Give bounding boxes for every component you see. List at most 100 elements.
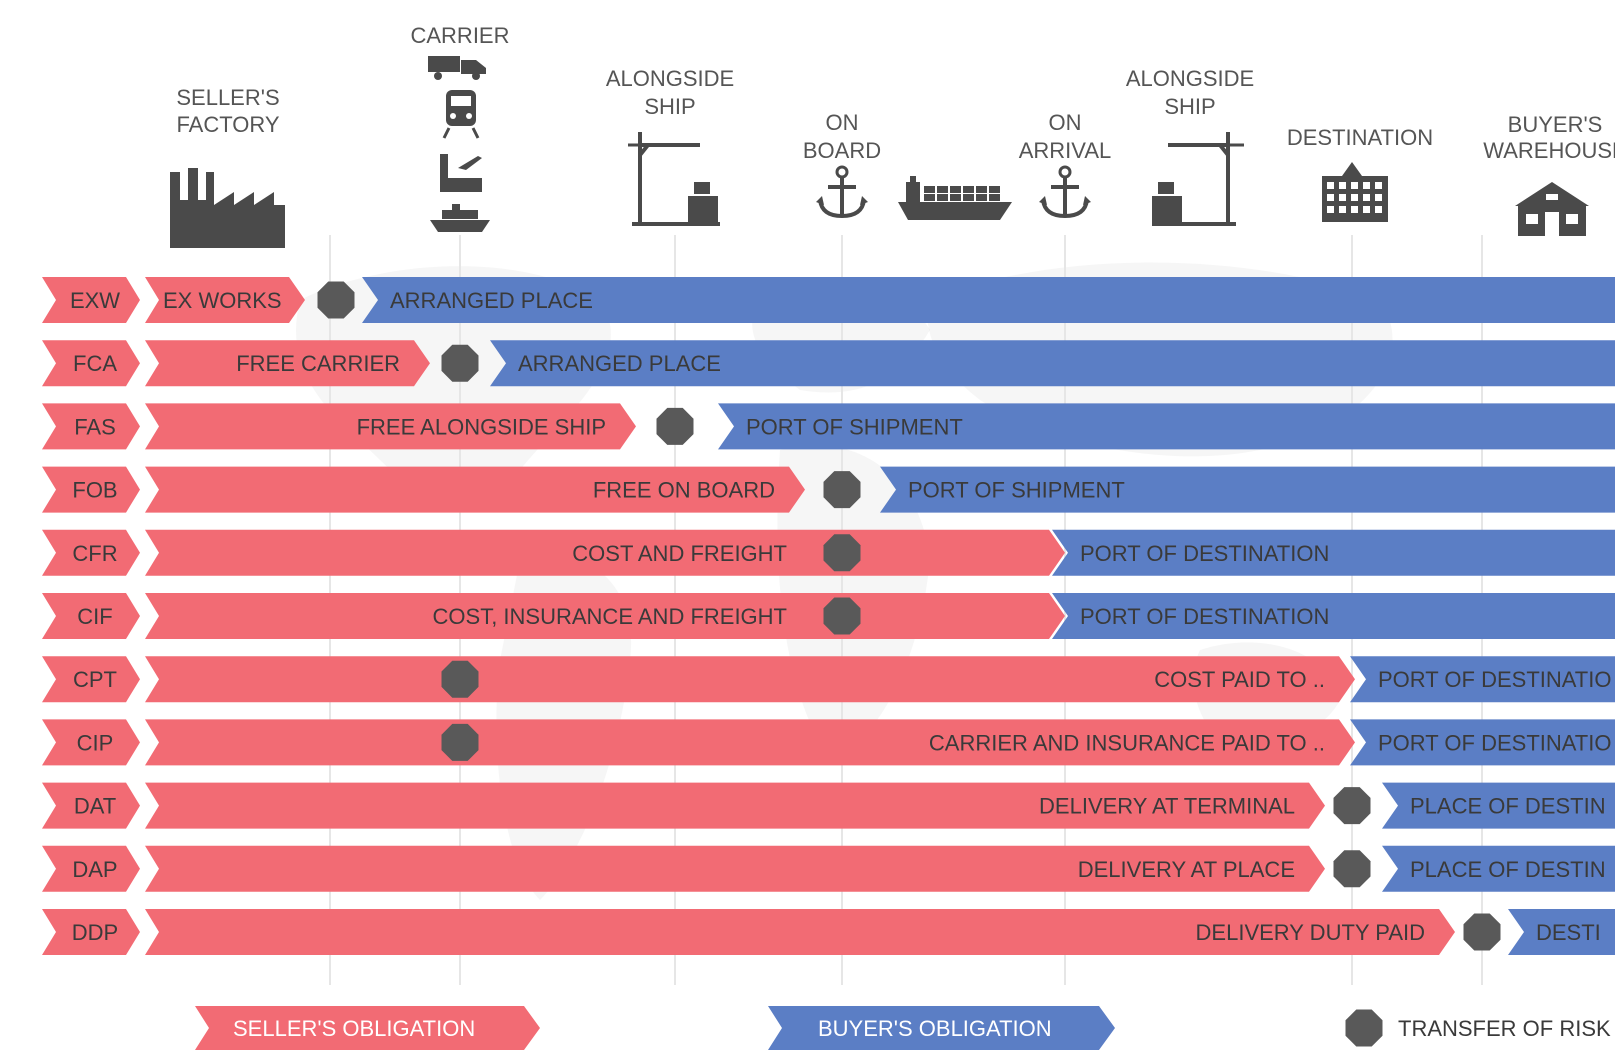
seller-obligation-label: DELIVERY AT TERMINAL — [1039, 794, 1295, 819]
incoterm-code-tag — [42, 403, 140, 450]
seller-obligation-label: FREE CARRIER — [236, 351, 400, 376]
incoterm-code: FAS — [74, 414, 116, 439]
seller-obligation-bar — [145, 782, 1325, 829]
transfer-of-risk-marker — [656, 407, 694, 445]
incoterm-code-tag — [42, 719, 140, 766]
legend-buyer-swatch — [768, 1006, 1115, 1050]
seller-obligation-label: FREE ALONGSIDE SHIP — [357, 414, 606, 439]
crane-icon — [1152, 132, 1244, 226]
buyer-obligation-bar — [718, 403, 1615, 450]
incoterm-code-tag — [42, 529, 140, 576]
buyer-obligation-label: DESTI — [1536, 920, 1601, 945]
incoterm-row-dat: DAT DELIVERY AT TERMINAL PLACE OF DESTIN — [42, 782, 1615, 829]
seller-obligation-label: FREE ON BOARD — [593, 478, 775, 503]
transfer-of-risk-marker — [441, 660, 479, 698]
incoterm-code: CIP — [77, 730, 114, 755]
alongside-ship-destination-label: ALONGSIDE — [1126, 66, 1254, 91]
buyer-obligation-label: PORT OF DESTINATIO — [1378, 667, 1611, 692]
incoterm-code-tag — [42, 845, 140, 892]
incoterm-code-tag — [42, 340, 140, 387]
buyers-warehouse-label: BUYER'S — [1508, 112, 1603, 137]
seller-obligation-label: COST, INSURANCE AND FREIGHT — [433, 604, 787, 629]
buyer-obligation-bar — [1350, 719, 1615, 766]
transfer-of-risk-marker — [1333, 850, 1371, 888]
carrier-label: CARRIER — [410, 23, 509, 48]
train-icon — [442, 90, 480, 139]
incoterm-row-cfr: CFR COST AND FREIGHT PORT OF DESTINATION — [42, 529, 1615, 576]
legend-risk-marker — [1345, 1009, 1383, 1047]
warehouse-icon — [1515, 182, 1589, 236]
buyer-obligation-label: PORT OF SHIPMENT — [746, 414, 963, 439]
stage-header: SELLER'SFACTORYCARRIERALONGSIDESHIPONBOA… — [170, 23, 1615, 248]
buyer-obligation-label: PORT OF DESTINATIO — [1378, 730, 1611, 755]
anchor-icon — [1039, 165, 1091, 219]
incoterm-code: DAP — [72, 857, 117, 882]
transfer-of-risk-marker — [823, 597, 861, 635]
crane-icon — [628, 132, 720, 226]
alongside-ship-origin-label: SHIP — [644, 94, 695, 119]
transfer-of-risk-marker — [823, 534, 861, 572]
seller-obligation-bar — [145, 845, 1325, 892]
seller-obligation-bar — [145, 403, 636, 450]
incoterm-code: CIF — [77, 604, 112, 629]
buyer-obligation-bar — [1382, 845, 1615, 892]
incoterm-code: DDP — [72, 920, 118, 945]
on-board-label: ON — [826, 110, 859, 135]
seller-obligation-label: COST AND FREIGHT — [572, 541, 787, 566]
legend-seller-swatch — [195, 1006, 540, 1050]
buyer-obligation-bar — [1052, 593, 1615, 639]
incoterm-code-tag — [42, 782, 140, 829]
ship-icon — [430, 204, 490, 232]
buyer-obligation-label: PORT OF SHIPMENT — [908, 478, 1125, 503]
building-icon — [1322, 162, 1388, 222]
incoterm-code: EXW — [70, 288, 120, 313]
legend-seller-label: SELLER'S OBLIGATION — [233, 1016, 475, 1041]
plane-icon — [440, 154, 482, 192]
transfer-of-risk-marker — [1333, 787, 1371, 825]
seller-obligation-bar — [145, 277, 305, 323]
seller-obligation-label: COST PAID TO .. — [1154, 667, 1325, 692]
incoterm-code-tag — [42, 277, 140, 323]
buyer-obligation-label: PORT OF DESTINATION — [1080, 541, 1329, 566]
seller-obligation-bar — [145, 466, 805, 513]
incoterm-row-ddp: DDP DELIVERY DUTY PAID DESTI — [42, 909, 1615, 955]
destination-label: DESTINATION — [1287, 125, 1433, 150]
buyer-obligation-bar — [362, 277, 1615, 323]
legend-risk-label: TRANSFER OF RISK — [1398, 1016, 1611, 1041]
alongside-ship-origin-label: ALONGSIDE — [606, 66, 734, 91]
sellers-factory-label: SELLER'S — [176, 85, 279, 110]
buyer-obligation-label: PLACE OF DESTIN — [1410, 794, 1606, 819]
legend-buyer-label: BUYER'S OBLIGATION — [818, 1016, 1052, 1041]
buyer-obligation-bar — [1508, 909, 1615, 955]
on-arrival-label: ON — [1049, 110, 1082, 135]
transfer-of-risk-marker — [823, 471, 861, 509]
truck-icon — [428, 56, 486, 80]
buyer-obligation-label: ARRANGED PLACE — [390, 288, 593, 313]
buyer-obligation-bar — [490, 340, 1615, 387]
incoterm-code: CFR — [72, 541, 117, 566]
incoterm-code: FCA — [73, 351, 117, 376]
buyers-warehouse-label: WAREHOUSE — [1483, 138, 1615, 163]
buyer-obligation-bar — [1382, 782, 1615, 829]
incoterm-code: DAT — [74, 794, 116, 819]
incoterm-code-tag — [42, 909, 140, 955]
buyer-obligation-bar — [880, 466, 1615, 513]
alongside-ship-destination-label: SHIP — [1164, 94, 1215, 119]
incoterm-code-tag — [42, 656, 140, 703]
seller-obligation-label: DELIVERY DUTY PAID — [1196, 920, 1425, 945]
incoterm-code-tag — [42, 593, 140, 639]
transfer-of-risk-marker — [1463, 913, 1501, 951]
incoterm-code: FOB — [72, 478, 117, 503]
seller-obligation-bar — [145, 340, 430, 387]
buyer-obligation-label: ARRANGED PLACE — [518, 351, 721, 376]
sellers-factory-label: FACTORY — [176, 112, 279, 137]
incoterm-code-tag — [42, 466, 140, 513]
cargo-ship-icon — [898, 176, 1012, 220]
